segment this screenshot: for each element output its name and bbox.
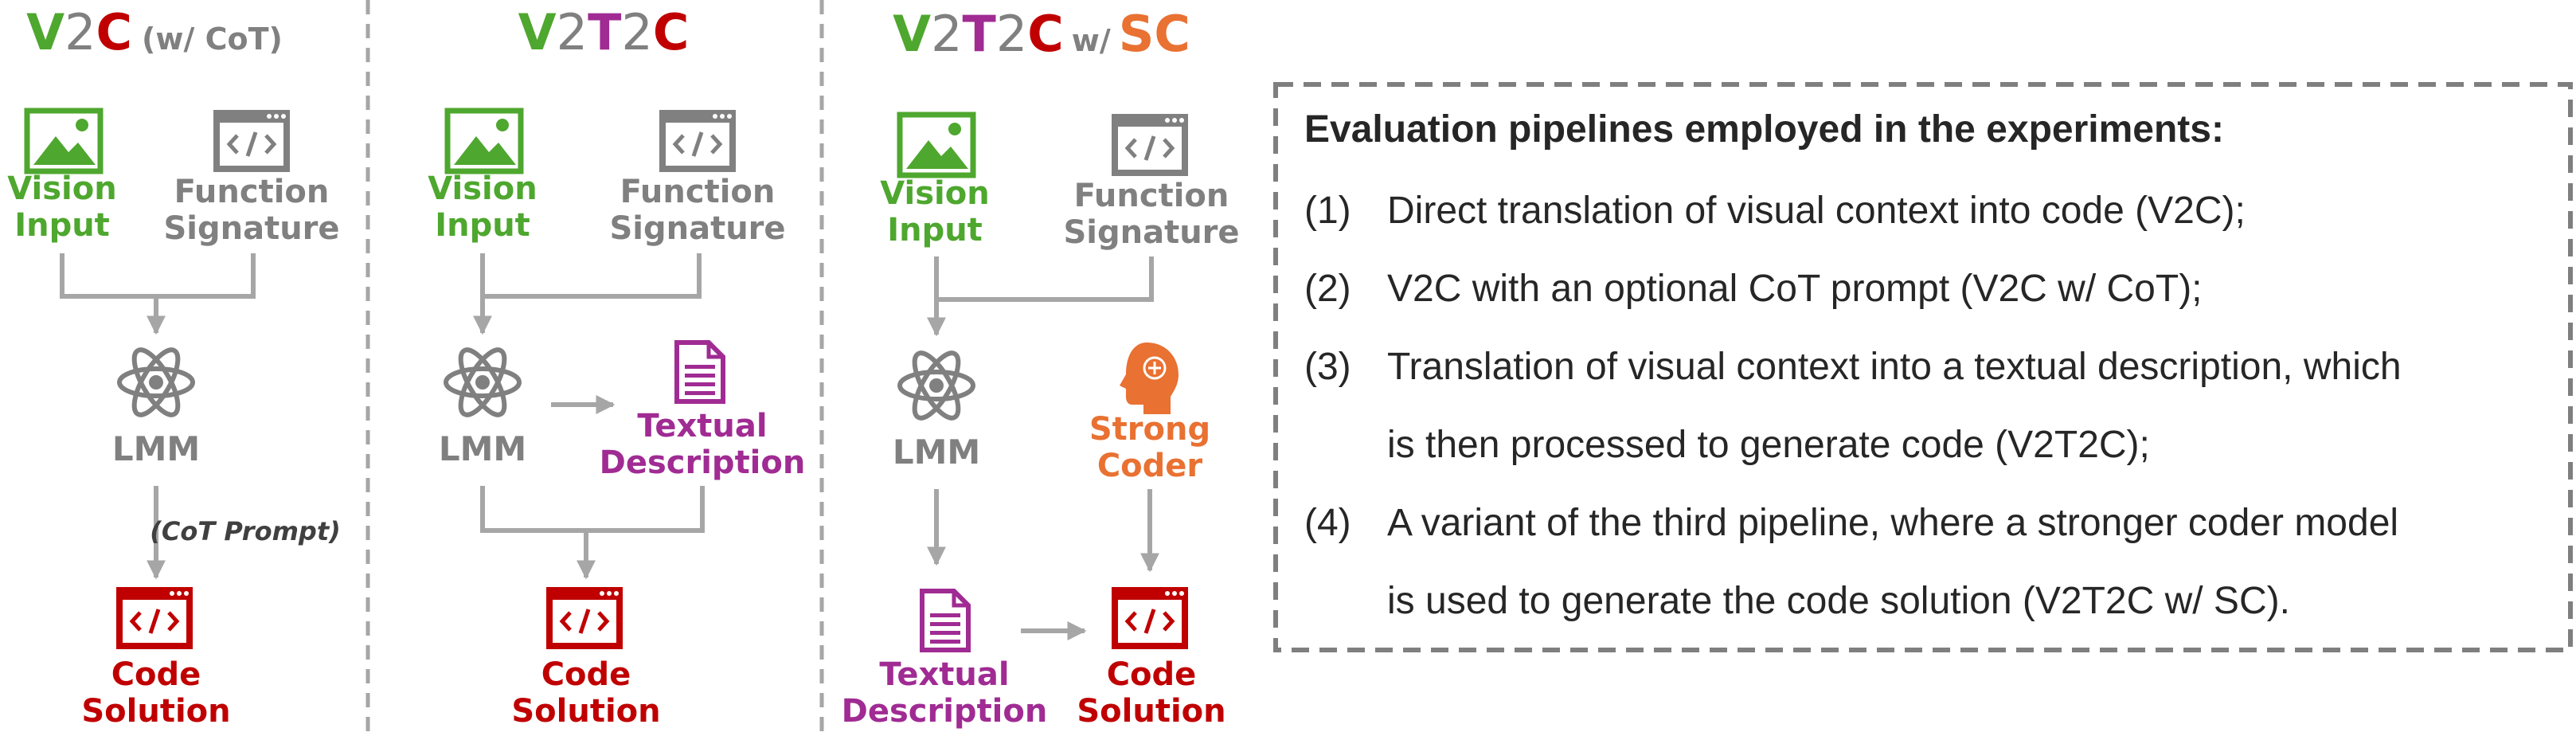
label-line: Solution: [511, 693, 660, 730]
label-line: Vision: [428, 170, 537, 207]
title-part: 2: [931, 5, 962, 63]
label-line: Textual: [637, 408, 767, 444]
title-part: T: [588, 3, 621, 61]
title-part: 2: [621, 3, 652, 61]
title-part: 2: [64, 3, 96, 61]
lmm-label: LMM: [112, 429, 200, 468]
legend-item-text: Direct translation of visual context int…: [1387, 190, 2246, 232]
label-line: Textual: [879, 656, 1009, 693]
legend-item-num: (2): [1304, 268, 1351, 310]
label-line: Input: [887, 212, 983, 249]
document-icon: [677, 343, 723, 401]
document-icon: [922, 591, 968, 650]
label-line: Function: [620, 174, 776, 210]
legend-item-num: (4): [1304, 502, 1351, 544]
legend-item-text: A variant of the third pipeline, where a…: [1387, 502, 2398, 544]
lmm-label: LMM: [439, 429, 526, 468]
title-part: 2: [996, 5, 1027, 63]
legend-heading: Evaluation pipelines employed in the exp…: [1304, 108, 2224, 151]
legend-item-text: is then processed to generate code (V2T2…: [1387, 424, 2150, 466]
label-line: Function: [1074, 178, 1229, 214]
label-line: Code: [1107, 656, 1197, 693]
legend-item-num: (3): [1304, 346, 1351, 388]
label-line: Coder: [1097, 448, 1203, 484]
title-part: V: [518, 3, 557, 61]
legend-item-text: is used to generate the code solution (V…: [1387, 580, 2290, 622]
label-line: Description: [842, 693, 1048, 730]
title-part: (w/ CoT): [142, 22, 283, 57]
label-line: Description: [600, 444, 806, 481]
label-line: Vision: [880, 175, 989, 212]
image-icon: [27, 111, 100, 171]
label-line: Function: [174, 174, 330, 210]
cot-prompt-label: (CoT Prompt): [150, 516, 340, 546]
merge-edge: [480, 486, 705, 533]
legend-border: [1273, 82, 2573, 652]
title-part: w/: [1072, 23, 1111, 58]
label-line: Strong: [1089, 411, 1210, 448]
brain-head-icon: [1118, 341, 1180, 416]
legend-item-text: V2C with an optional CoT prompt (V2C w/ …: [1387, 268, 2203, 310]
code-window-icon: [546, 587, 623, 649]
label-line: Code: [541, 656, 631, 693]
title-part: 2: [557, 3, 588, 61]
code-window-icon: [1112, 114, 1188, 176]
legend-item-num: (1): [1304, 190, 1351, 232]
lmm-label: LMM: [893, 433, 980, 472]
code-window-icon: [659, 110, 736, 172]
title-part: V: [26, 3, 64, 61]
panel-1-title: V2C (w/ CoT): [26, 3, 283, 61]
atom-icon: [900, 347, 973, 425]
title-part: T: [963, 5, 996, 63]
label-line: Signature: [609, 210, 785, 247]
label-line: Code: [111, 656, 201, 693]
image-icon: [900, 115, 973, 175]
label-line: Solution: [81, 693, 230, 730]
merge-edge: [480, 253, 702, 299]
atom-icon: [119, 344, 193, 421]
label-line: Signature: [163, 210, 339, 247]
legend-box: Evaluation pipelines employed in the exp…: [1273, 82, 2573, 652]
title-part: V: [893, 5, 931, 63]
label-line: Input: [14, 207, 110, 244]
label-line: Vision: [7, 170, 116, 207]
code-window-icon: [213, 110, 290, 172]
title-part: C: [96, 3, 133, 61]
label-line: Signature: [1063, 214, 1239, 251]
title-part: C: [653, 3, 690, 61]
image-icon: [448, 111, 521, 171]
legend-item-text: Translation of visual context into a tex…: [1387, 346, 2402, 388]
code-window-icon: [116, 587, 193, 649]
panel-2-title: V2T2C: [518, 3, 690, 61]
merge-edge: [934, 256, 1154, 302]
title-part: C: [1027, 5, 1064, 63]
label-line: Input: [435, 207, 530, 244]
title-part: SC: [1119, 5, 1190, 63]
code-window-icon: [1112, 587, 1188, 649]
merge-edge: [60, 253, 256, 299]
label-line: Solution: [1077, 693, 1225, 730]
atom-icon: [446, 344, 519, 421]
